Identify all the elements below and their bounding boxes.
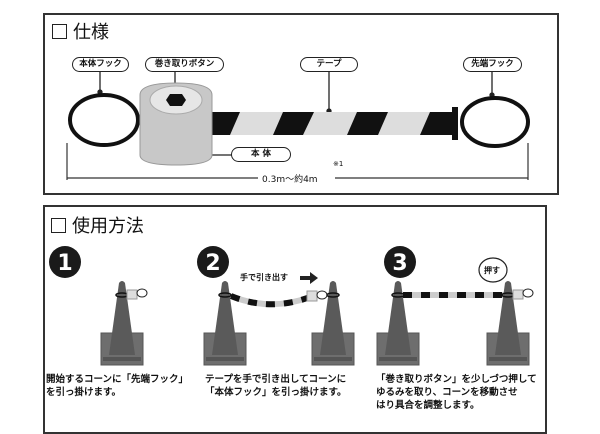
spec-title-text: 仕様	[73, 22, 109, 43]
spec-title: 仕様	[52, 18, 109, 44]
step-number-badge	[384, 246, 416, 278]
traffic-cone	[376, 281, 420, 366]
traffic-cone	[311, 281, 355, 366]
dimension-text: 0.3m～約4m	[262, 175, 318, 185]
traffic-cone	[486, 281, 534, 366]
label-tape: テープ	[300, 57, 358, 72]
body-hook-ring	[68, 93, 140, 147]
caption-line: はり具合を調整します。	[376, 400, 480, 411]
caption-line: 「本体フック」を引っ掛けます。	[205, 387, 347, 398]
usage-title: 使用方法	[51, 212, 144, 238]
dimension-note: ※1	[333, 160, 344, 168]
caption-line: テープを手で引き出してコーンに	[205, 374, 347, 385]
traffic-cone	[100, 281, 148, 366]
checkbox-square-icon	[52, 23, 67, 39]
caption-line: 「巻き取りボタン」を少しづつ押して	[376, 374, 537, 385]
tape-reel	[306, 290, 328, 302]
step-number: 1	[57, 251, 72, 276]
step-number: 2	[205, 251, 220, 276]
caption-line: を引っ掛けます。	[46, 387, 122, 398]
traffic-cone	[203, 281, 247, 366]
step-number: 3	[392, 251, 407, 276]
usage-title-text: 使用方法	[72, 216, 144, 237]
label-tip-hook: 先端フック	[463, 57, 522, 72]
label-rewind-button: 巻き取りボタン	[145, 57, 224, 72]
step-2-caption: テープを手で引き出してコーンに「本体フック」を引っ掛けます。	[205, 373, 347, 399]
pull-annotation: 手で引き出す	[240, 273, 288, 282]
checkbox-square-icon	[51, 217, 66, 233]
push-annotation: 押す	[484, 266, 500, 275]
label-body: 本 体	[231, 147, 291, 162]
step-3-caption: 「巻き取りボタン」を少しづつ押してゆるみを取り、コーンを移動させはり具合を調整し…	[376, 373, 537, 412]
step-number-badge	[197, 246, 229, 278]
tip-hook-ring	[460, 96, 530, 148]
caption-line: 開始するコーンに「先端フック」	[46, 374, 189, 385]
step-1-caption: 開始するコーンに「先端フック」を引っ掛けます。	[46, 373, 188, 399]
label-body-hook: 本体フック	[72, 57, 129, 72]
caption-line: ゆるみを取り、コーンを移動させ	[376, 387, 518, 398]
step-number-badge	[49, 246, 81, 278]
